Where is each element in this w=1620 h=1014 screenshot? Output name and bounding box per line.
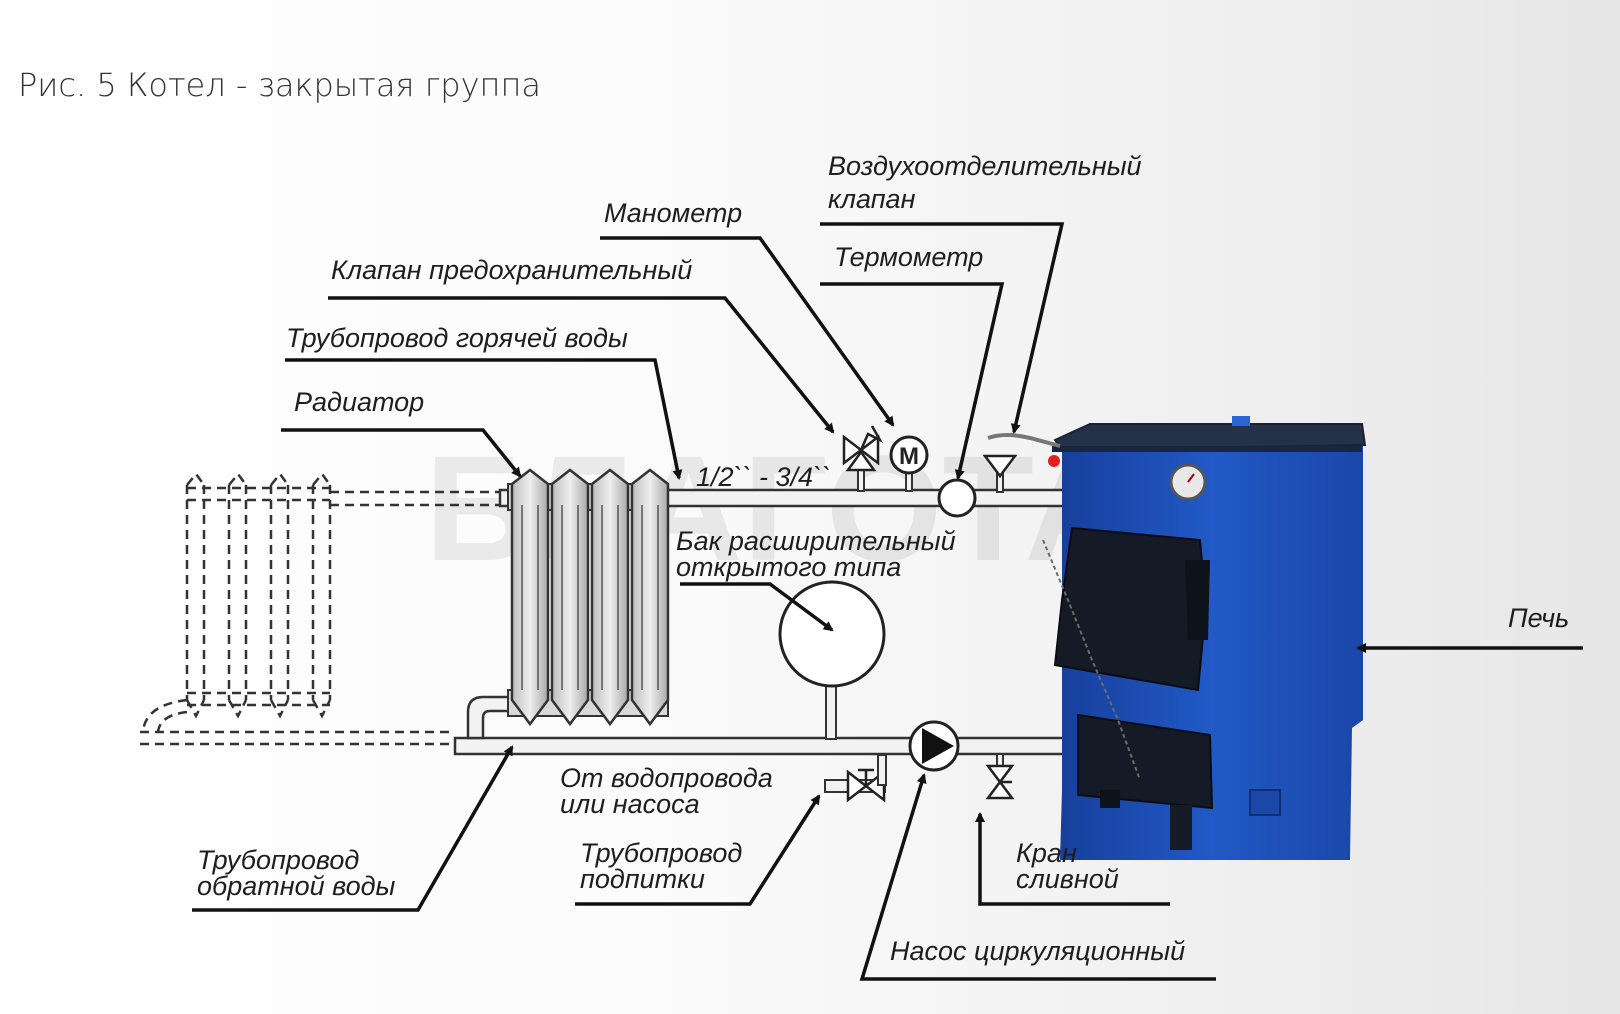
label-manometer: Манометр (604, 198, 742, 228)
circulation-pump-icon (908, 720, 960, 772)
label-radiator: Радиатор (294, 387, 424, 417)
return-pipe-leader (192, 745, 514, 912)
feed-valve-icon (824, 754, 887, 803)
label-drain-line1: Кран (1016, 838, 1077, 868)
label-return-line2: обратной воды (197, 871, 396, 901)
thermometer-icon (937, 478, 977, 518)
air-valve-icon (982, 454, 1018, 493)
label-feed-line1: Трубопровод (580, 838, 742, 868)
label-thermometer: Термометр (834, 242, 983, 272)
thermometer-leader (820, 282, 1005, 480)
return-water-pipe (453, 736, 1077, 756)
figure-title: Рис. 5 Котел - закрытая группа (18, 66, 541, 104)
label-drain-line2: сливной (1016, 864, 1119, 894)
label-air-valve-line1: Воздухоотделительный (828, 151, 1142, 181)
boiler (987, 416, 1367, 860)
manometer-symbol: M (899, 443, 919, 470)
manometer-leader (600, 236, 895, 427)
dashed-radiator (140, 471, 510, 746)
label-air-valve-line2: клапан (828, 184, 916, 214)
drain-valve-leader (975, 812, 1170, 906)
leader-lines (192, 222, 1583, 981)
label-supply-line2: или насоса (560, 789, 700, 819)
label-tank-line2: открытого типа (676, 552, 901, 582)
safety-valve-leader (328, 296, 835, 434)
label-pump: Насос циркуляционный (890, 936, 1185, 966)
labels: Воздухоотделительный клапан Манометр Тер… (197, 151, 1569, 966)
label-supply-line1: От водопровода (560, 763, 773, 793)
safety-valve-icon (842, 425, 884, 492)
label-safety-valve: Клапан предохранительный (331, 255, 692, 285)
radiator-leader (281, 428, 522, 478)
hot-pipe-leader (285, 358, 683, 480)
label-return-line1: Трубопровод (197, 845, 359, 875)
air-valve-leader (820, 222, 1065, 434)
manometer-icon: M (889, 435, 929, 492)
radiator (507, 468, 670, 727)
label-hot-pipe: Трубопровод горячей воды (286, 323, 628, 353)
label-pipe-size: 1/2`` - 3/4`` (696, 462, 831, 492)
drain-valve-icon (985, 753, 1015, 800)
expansion-tank-leader (680, 582, 834, 632)
expansion-tank (778, 580, 886, 740)
pump-leader (859, 773, 1216, 981)
label-stove: Печь (1508, 603, 1569, 633)
label-feed-line2: подпитки (580, 864, 705, 894)
feed-pipe-leader (575, 794, 821, 906)
label-tank-line1: Бак расширительный (676, 526, 956, 556)
